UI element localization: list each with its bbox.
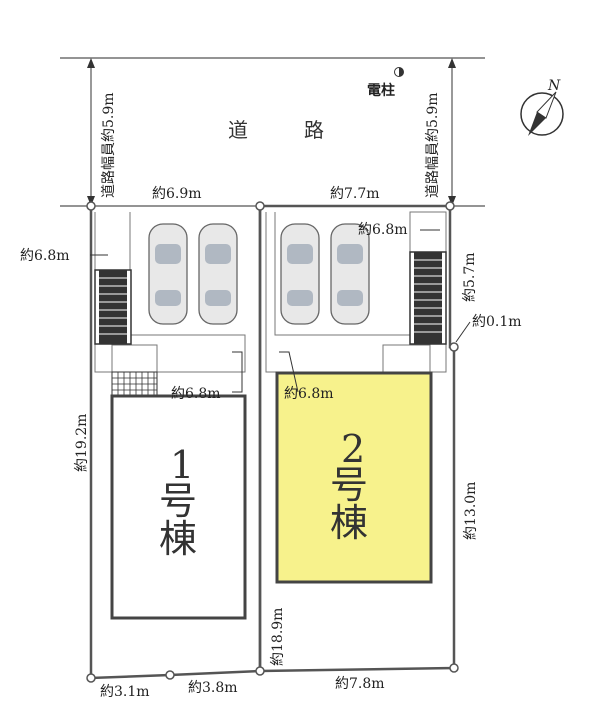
car-icon-2	[198, 223, 238, 325]
stairs-right	[409, 251, 447, 345]
north-label: N	[547, 78, 561, 94]
dim-left-side-upper: 約6.8m	[20, 248, 70, 264]
entry-tile-left	[111, 371, 158, 397]
building-1-number: 1	[170, 443, 194, 487]
building-1	[110, 394, 247, 620]
dim-right-long: 約13.0m	[463, 482, 479, 540]
building-2-number: 2	[341, 427, 365, 471]
dim-bottom-1: 約3.1m	[100, 684, 150, 700]
stairs-left	[94, 269, 132, 345]
lot-1-parking-area	[94, 212, 246, 373]
road-width-label-left: 道路幅員約5.9m	[101, 92, 117, 198]
car-icon-3	[280, 223, 320, 325]
road-width-label-right: 道路幅員約5.9m	[425, 92, 441, 198]
dim-middle-long: 約18.9m	[270, 608, 286, 666]
dim-left-long: 約19.2m	[74, 414, 90, 472]
leader-drive-right	[279, 351, 299, 393]
dim-drive-right: 約6.8m	[284, 386, 334, 402]
dim-bottom-3: 約7.8m	[335, 676, 385, 692]
leader-right-tiny	[455, 321, 471, 343]
building-1-label-mune: 棟	[159, 517, 197, 561]
dim-bottom-2: 約3.8m	[188, 680, 238, 696]
dim-top-right: 約7.7m	[330, 186, 380, 202]
leader-drive-left	[232, 351, 243, 393]
utility-pole-icon	[394, 67, 404, 77]
building-2-label-mune: 棟	[330, 501, 368, 545]
dim-drive-left: 約6.8m	[171, 386, 221, 402]
building-2	[275, 371, 433, 584]
road-width-arrow-right	[448, 58, 456, 206]
car-icon-1	[148, 223, 188, 325]
utility-pole-label: 電柱	[367, 82, 395, 99]
dim-right-tiny: 約0.1m	[472, 314, 522, 330]
road-label: 道 路	[228, 118, 342, 142]
car-icon-4	[330, 223, 370, 325]
dim-right-short: 約5.7m	[462, 252, 478, 302]
north-compass-icon	[520, 91, 564, 136]
building-2-label-go: 号	[330, 463, 368, 507]
building-1-label-go: 号	[159, 479, 197, 523]
boundary-markers	[86, 201, 459, 683]
dim-top-left: 約6.9m	[152, 186, 202, 202]
dim-right-side-upper: 約6.8m	[358, 222, 408, 238]
road-width-arrow-left	[87, 58, 95, 206]
